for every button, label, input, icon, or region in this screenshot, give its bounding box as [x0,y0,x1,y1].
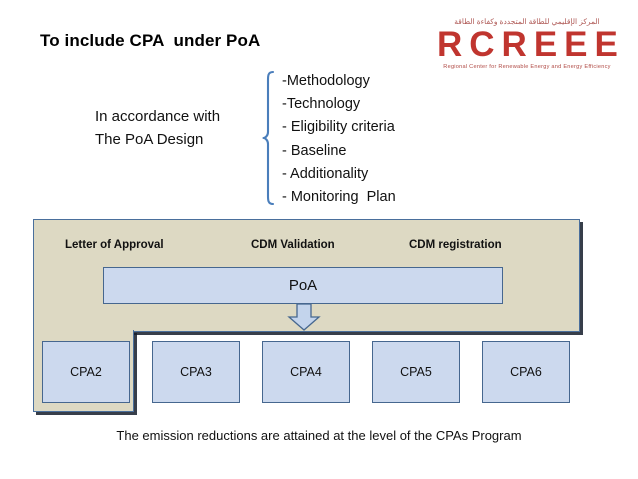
stage-label-cdm-validation: CDM Validation [251,239,335,251]
down-arrow-icon [286,303,322,331]
criteria-item: - Monitoring Plan [282,189,396,206]
cpa-box-cpa2: CPA2 [42,341,130,403]
stage-label-cdm-registration: CDM registration [409,239,502,251]
cpa-box-cpa4: CPA4 [262,341,350,403]
logo-wordmark: RCREEE [437,24,625,64]
container-seam-cover [35,327,132,334]
criteria-item: - Additionality [282,165,369,182]
accordance-text: In accordance with The PoA Design [95,108,221,148]
criteria-list: -Methodology -Technology - Eligibility c… [282,70,396,209]
stage-label-letter-of-approval: Letter of Approval [65,239,164,251]
cpa-box-cpa3: CPA3 [152,341,240,403]
criteria-item: - Eligibility criteria [282,119,395,136]
criteria-item: -Methodology [282,73,370,89]
page-title: To include CPA under PoA [40,31,261,50]
poa-bar: PoA [103,267,503,304]
cpa-box-cpa6: CPA6 [482,341,570,403]
logo-arabic-text: المركز الإقليمي للطاقة المتجددة وكفاءة ا… [454,18,600,26]
rcreee-logo: المركز الإقليمي للطاقة المتجددة وكفاءة ا… [437,18,625,70]
criteria-item: -Technology [282,96,361,113]
left-brace-icon [262,70,276,206]
slide-caption: The emission reductions are attained at … [116,428,522,443]
logo-tagline: Regional Center for Renewable Energy and… [443,63,611,70]
cpa-box-cpa5: CPA5 [372,341,460,403]
criteria-item: - Baseline [282,142,347,159]
